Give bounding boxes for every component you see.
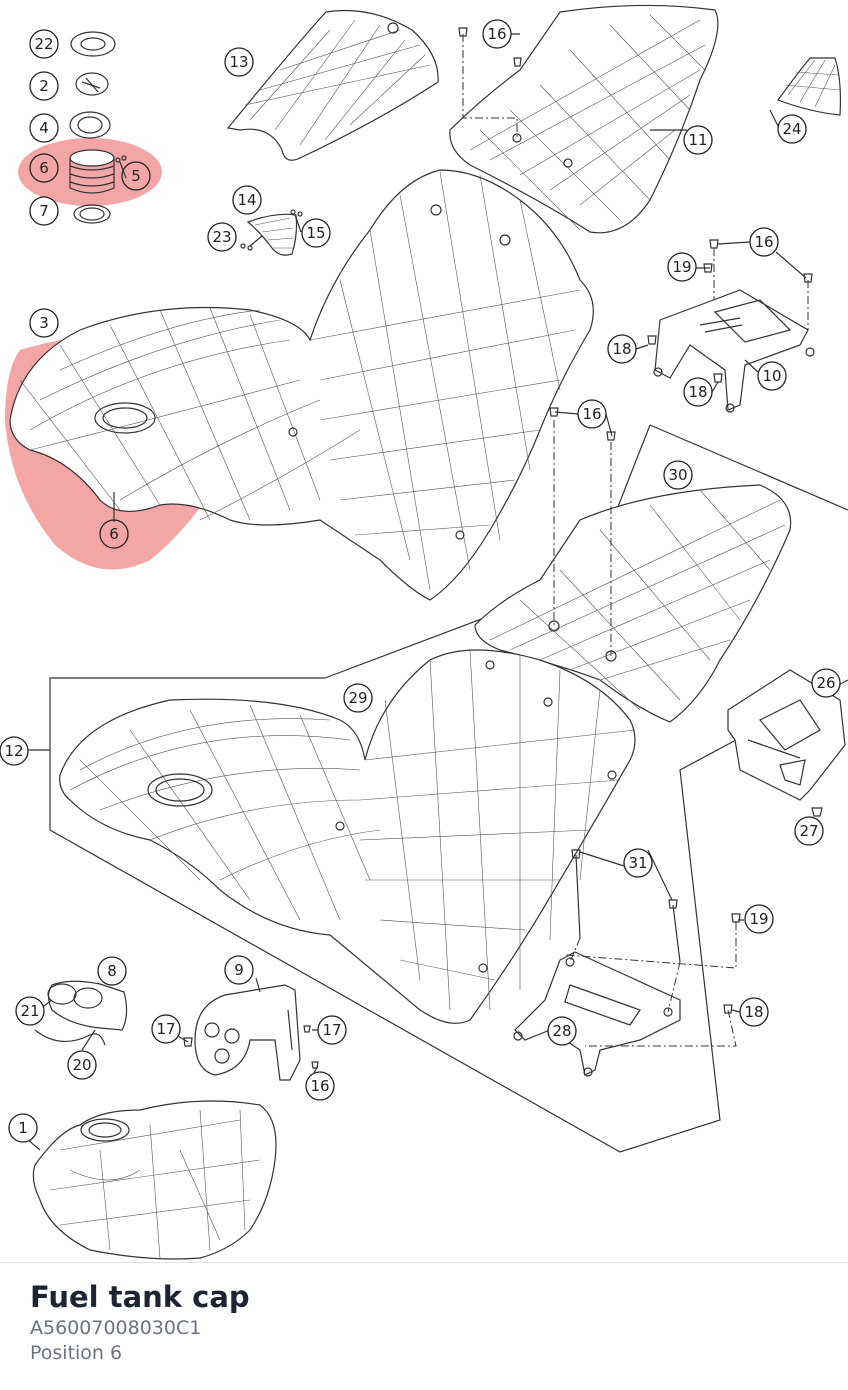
- footer-divider: [0, 1262, 848, 1263]
- callout-30[interactable]: 30: [663, 460, 693, 490]
- callout-12[interactable]: 12: [0, 736, 29, 766]
- svg-text:7: 7: [39, 202, 49, 220]
- svg-text:22: 22: [34, 35, 53, 53]
- svg-text:18: 18: [688, 383, 707, 401]
- svg-text:13: 13: [229, 53, 248, 71]
- callout-29[interactable]: 29: [343, 683, 373, 713]
- upper-tank-assembly: [9, 169, 594, 601]
- callout-27[interactable]: 27: [794, 816, 824, 846]
- svg-text:3: 3: [39, 314, 49, 332]
- callout-14[interactable]: 14: [232, 185, 262, 215]
- svg-text:12: 12: [4, 742, 23, 760]
- svg-text:11: 11: [688, 131, 707, 149]
- callout-15[interactable]: 15: [301, 218, 331, 248]
- svg-text:16: 16: [754, 233, 773, 251]
- svg-text:19: 19: [749, 910, 768, 928]
- svg-text:15: 15: [306, 224, 325, 242]
- fuel-cap-parts: [69, 31, 127, 224]
- part-13-cover: [226, 9, 439, 161]
- svg-text:23: 23: [212, 228, 231, 246]
- callout-20[interactable]: 20: [67, 1050, 97, 1080]
- svg-text:18: 18: [744, 1003, 763, 1021]
- svg-text:16: 16: [582, 405, 601, 423]
- svg-text:16: 16: [487, 25, 506, 43]
- part-position: Position 6: [30, 1342, 123, 1364]
- callout-13[interactable]: 13: [224, 47, 254, 77]
- callout-18-left[interactable]: 18: [607, 334, 637, 364]
- callout-26[interactable]: 26: [811, 668, 841, 698]
- svg-text:20: 20: [72, 1056, 91, 1074]
- part-info-footer: Fuel tank cap A56007008030C1 Position 6: [30, 1278, 250, 1366]
- svg-text:17: 17: [156, 1020, 175, 1038]
- callout-22[interactable]: 22: [29, 29, 59, 59]
- svg-text:1: 1: [18, 1119, 28, 1137]
- callout-28[interactable]: 28: [547, 1016, 577, 1046]
- svg-text:14: 14: [237, 191, 256, 209]
- callout-19-upper[interactable]: 19: [667, 252, 697, 282]
- callout-6-tank[interactable]: 6: [99, 519, 129, 549]
- svg-text:5: 5: [131, 167, 141, 185]
- callout-16-middle[interactable]: 16: [577, 399, 607, 429]
- svg-text:16: 16: [310, 1077, 329, 1095]
- callout-7[interactable]: 7: [29, 196, 59, 226]
- callout-11[interactable]: 11: [683, 125, 713, 155]
- callout-16-lower[interactable]: 16: [305, 1071, 335, 1101]
- part-29-tank: [59, 649, 636, 1024]
- part-24-pad: [777, 57, 842, 116]
- callout-8[interactable]: 8: [97, 956, 127, 986]
- exploded-parts-diagram: 22 2 4 6 5 7 3 6 13 14 15 23 16 11 24 16…: [0, 4, 848, 1260]
- callout-10[interactable]: 10: [757, 361, 787, 391]
- part-10-bracket: [653, 289, 815, 413]
- svg-text:18: 18: [612, 340, 631, 358]
- callout-18-right[interactable]: 18: [683, 377, 713, 407]
- callout-16-bracket[interactable]: 16: [749, 227, 779, 257]
- svg-text:21: 21: [20, 1002, 39, 1020]
- callout-3[interactable]: 3: [29, 308, 59, 338]
- callout-6-cap[interactable]: 6: [29, 153, 59, 183]
- callout-9[interactable]: 9: [224, 955, 254, 985]
- svg-text:24: 24: [782, 120, 801, 138]
- part-11-seat: [449, 4, 719, 234]
- callout-4[interactable]: 4: [29, 113, 59, 143]
- svg-text:27: 27: [799, 822, 818, 840]
- svg-text:19: 19: [672, 258, 691, 276]
- svg-text:28: 28: [552, 1022, 571, 1040]
- callout-16-top[interactable]: 16: [482, 19, 512, 49]
- callout-17-right[interactable]: 17: [317, 1015, 347, 1045]
- svg-text:2: 2: [39, 77, 49, 95]
- callout-2[interactable]: 2: [29, 71, 59, 101]
- svg-text:17: 17: [322, 1021, 341, 1039]
- callout-24[interactable]: 24: [777, 114, 807, 144]
- part-number: A56007008030C1: [30, 1317, 202, 1339]
- callout-21[interactable]: 21: [15, 996, 45, 1026]
- callout-5[interactable]: 5: [121, 161, 151, 191]
- part-8-pump: [34, 980, 128, 1046]
- callout-19-lower[interactable]: 19: [744, 904, 774, 934]
- svg-text:30: 30: [668, 466, 687, 484]
- part-28-bracket: [513, 951, 681, 1077]
- svg-text:31: 31: [628, 854, 647, 872]
- callout-17-left[interactable]: 17: [151, 1014, 181, 1044]
- callout-18-lower[interactable]: 18: [739, 997, 769, 1027]
- part-title: Fuel tank cap: [30, 1280, 250, 1314]
- svg-text:29: 29: [348, 689, 367, 707]
- svg-text:6: 6: [109, 525, 119, 543]
- svg-text:9: 9: [234, 961, 244, 979]
- svg-text:26: 26: [816, 674, 835, 692]
- svg-text:10: 10: [762, 367, 781, 385]
- callout-31[interactable]: 31: [623, 848, 653, 878]
- svg-text:8: 8: [107, 962, 117, 980]
- svg-text:6: 6: [39, 159, 49, 177]
- part-14-vent: [240, 209, 303, 256]
- callout-1[interactable]: 1: [8, 1113, 38, 1143]
- callout-23[interactable]: 23: [207, 222, 237, 252]
- part-9-bracket: [183, 984, 319, 1081]
- svg-text:4: 4: [39, 119, 49, 137]
- part-1-fuel-tank: [32, 1100, 277, 1260]
